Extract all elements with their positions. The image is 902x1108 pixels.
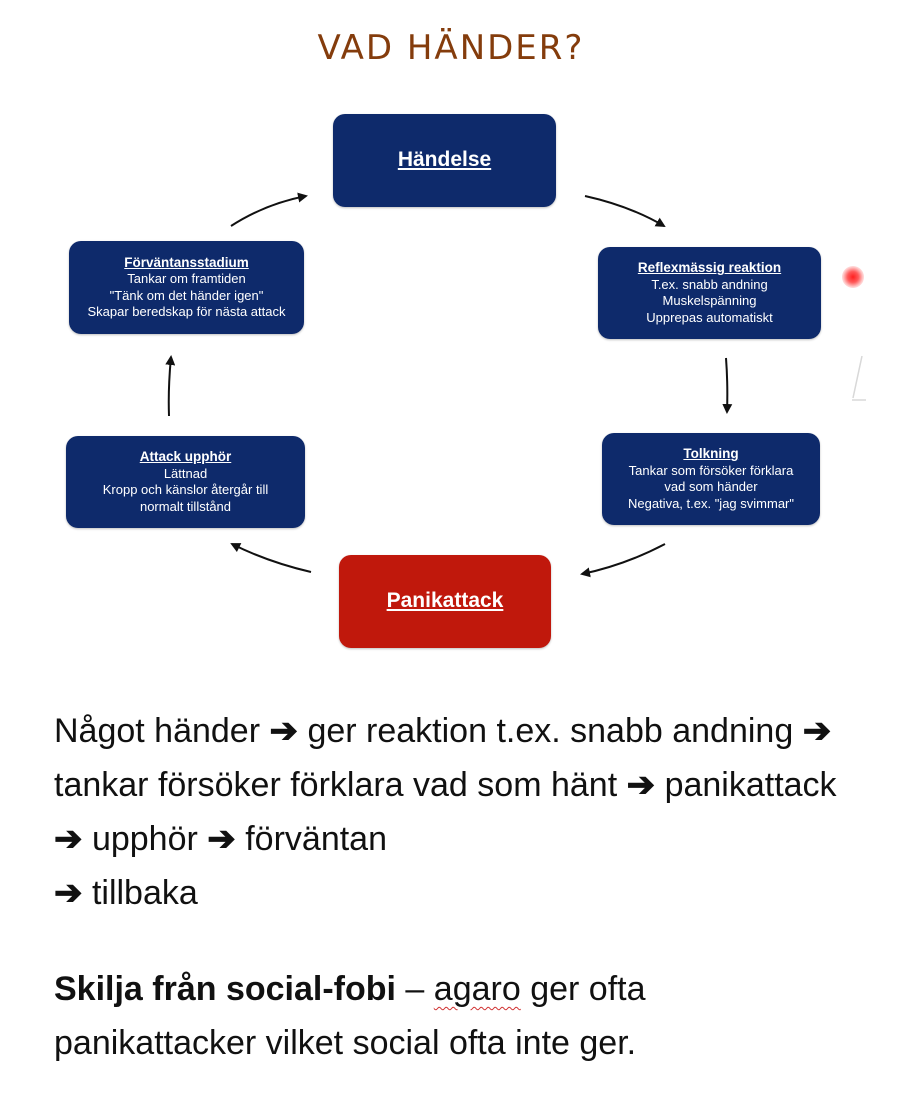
dash: – [395,970,434,1008]
paragraph-rest: ger ofta panikattacker vilket social oft… [54,970,646,1062]
step-text: Något händer [54,712,261,750]
paragraph-lead: Skilja från social-fobi [54,970,396,1008]
box-tolkning: Tolkning Tankar som försöker förklara va… [602,433,820,525]
box-tolkning-line: vad som händer [664,479,758,495]
box-forvantan-line: Skapar beredskap för nästa attack [87,304,286,320]
box-reflex-line: T.ex. snabb andning [651,276,768,292]
right-arrow-icon: ➔ [626,766,656,804]
step-text: panikattack [664,766,837,804]
box-upphor-line: Lättnad [163,465,208,481]
box-handelse: Händelse [333,114,556,207]
box-tolkning-line: Tankar som försöker förklara [628,462,794,478]
arrow-upphor-to-forvantan [165,355,176,417]
box-tolkning-line: Negativa, t.ex. "jag svimmar" [627,495,794,511]
box-forvantan-line: Tankar om framtiden [127,271,246,287]
box-upphor-line: Kropp och känslor återgår till [102,482,269,498]
right-arrow-icon: ➔ [54,820,83,858]
box-tolkning-head: Tolkning [683,446,739,462]
box-attack-upphor: Attack upphör Lättnad Kropp och känslor … [66,436,305,528]
misspelled-word: agaro [433,970,521,1008]
right-arrow-icon: ➔ [54,874,83,912]
arrow-reflex-to-tolkning [722,357,733,414]
cycle-arrows [165,192,866,578]
arrow-handelse-to-reflex [584,195,666,228]
step-text: förväntan [245,820,387,858]
box-upphor-line: normalt tillstånd [139,498,232,514]
edge-fragment-mark [852,355,866,401]
arrow-forvantan-to-handelse [230,192,308,227]
box-forvantan-head: Förväntansstadium [124,254,249,270]
summary-paragraph: Något händer ➔ ger reaktion t.ex. snabb … [54,704,854,920]
step-text: tankar försöker förklara vad som hänt [54,766,618,804]
step-text: tillbaka [91,874,198,912]
box-upphor-head: Attack upphör [139,449,232,465]
step-text: ger reaktion t.ex. snabb andning [307,712,794,750]
box-reflex-line: Upprepas automatiskt [646,309,773,325]
arrow-panik-to-upphor [230,543,312,573]
page-title: VAD HÄNDER? [317,28,585,68]
panic-cycle-diagram: Händelse Reflexmässig reaktion T.ex. sna… [66,114,866,648]
right-arrow-icon: ➔ [207,820,236,858]
social-phobia-paragraph: Skilja från social-fobi – agaro ger ofta… [54,962,854,1070]
box-reflexmassig-reaktion: Reflexmässig reaktion T.ex. snabb andnin… [598,247,821,339]
box-panikattack-head: Panikattack [386,589,504,613]
box-panikattack: Panikattack [339,555,551,648]
laser-pointer-dot [842,266,864,288]
arrow-tolkning-to-panik [580,543,666,578]
box-reflex-line: Muskelspänning [662,293,757,309]
box-forvantansstadium: Förväntansstadium Tankar om framtiden "T… [69,241,304,334]
box-reflex-head: Reflexmässig reaktion [637,260,782,276]
right-arrow-icon: ➔ [269,712,299,750]
box-handelse-head: Händelse [397,148,492,172]
step-text: upphör [91,820,198,858]
box-forvantan-line: "Tänk om det händer igen" [109,287,264,303]
right-arrow-icon: ➔ [802,712,832,750]
